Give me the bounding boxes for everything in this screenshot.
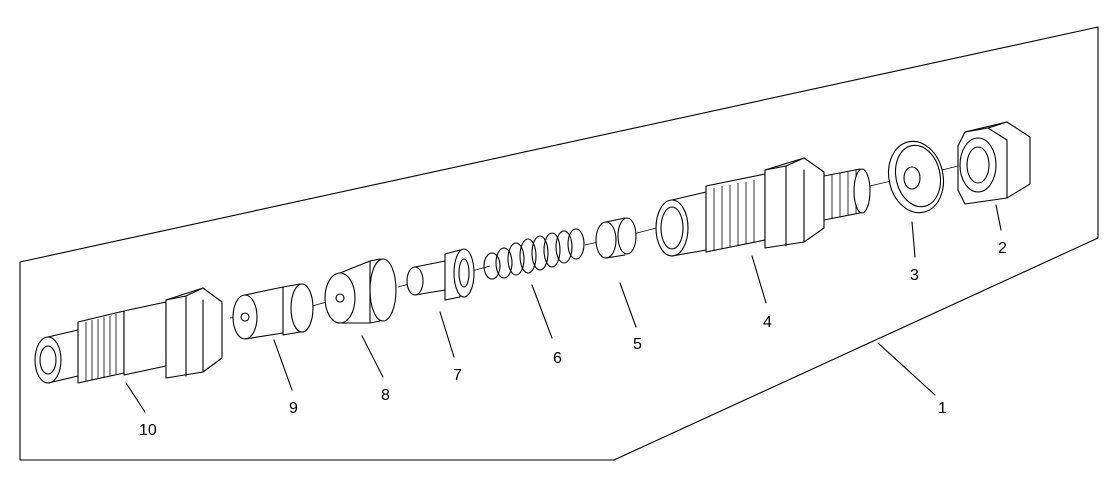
callout-1: 1 (938, 400, 947, 417)
part-10-fitting-body (34, 287, 223, 384)
callout-2: 2 (998, 240, 1007, 257)
thread-lines (713, 180, 755, 250)
callout-6: 6 (553, 350, 562, 367)
part-4-valve-housing (655, 157, 871, 257)
part-2-hex-nut (957, 121, 1031, 205)
callout-7: 7 (453, 367, 462, 384)
callout-10: 10 (139, 422, 157, 439)
part-9-sleeve (232, 283, 314, 340)
part-6-spring (483, 228, 585, 280)
part-5-disc (595, 217, 637, 259)
callout-5: 5 (633, 336, 642, 353)
thread-lines (85, 314, 117, 381)
part-7-poppet (406, 248, 475, 301)
assembly-panel (19, 26, 1099, 461)
part-3-washer (887, 140, 945, 214)
part-8-cone-seat (324, 258, 397, 324)
callout-8: 8 (381, 387, 390, 404)
callout-9: 9 (289, 400, 298, 417)
callout-labels: 1 2 3 4 5 6 7 8 9 10 (139, 240, 1007, 439)
callout-4: 4 (763, 314, 772, 331)
callout-3: 3 (910, 267, 919, 284)
leader-lines (125, 204, 1002, 413)
